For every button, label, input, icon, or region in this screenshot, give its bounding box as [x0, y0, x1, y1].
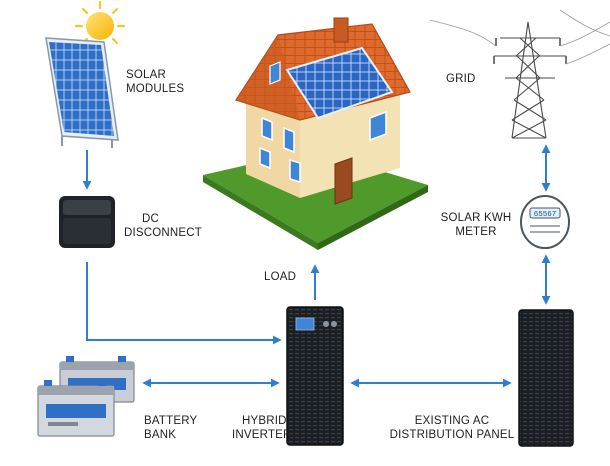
arrow-dc-to-inverter: [86, 262, 282, 345]
house-icon: [203, 17, 428, 250]
power-tower-icon: [429, 9, 610, 139]
label-hybrid-inverter: HYBRID INVERTER: [232, 415, 292, 441]
battery-bank-icon: [37, 356, 135, 437]
dc-disconnect-icon: [59, 196, 115, 248]
roof-solar-panel: [285, 46, 394, 120]
label-solar-kwh-meter: SOLAR KWH METER: [440, 212, 512, 238]
meter-display: 65567: [534, 211, 557, 219]
label-grid: GRID: [446, 73, 476, 85]
label-existing-ac-distribution-panel: EXISTING AC DISTRIBUTION PANEL: [389, 415, 515, 441]
ac-distribution-panel-icon: [518, 309, 574, 447]
door: [334, 157, 353, 205]
sun-icon: [74, 0, 126, 52]
kwh-meter-icon: 65567: [520, 195, 570, 249]
hybrid-inverter-icon: [286, 306, 344, 446]
label-dc-disconnect: DC DISCONNECT: [124, 213, 203, 239]
solar-modules-icon: [45, 37, 119, 148]
label-solar-modules: SOLAR MODULES: [126, 69, 185, 95]
label-load: LOAD: [264, 271, 297, 283]
flow-arrows: [82, 144, 551, 388]
label-battery-bank: BATTERY BANK: [144, 415, 198, 441]
